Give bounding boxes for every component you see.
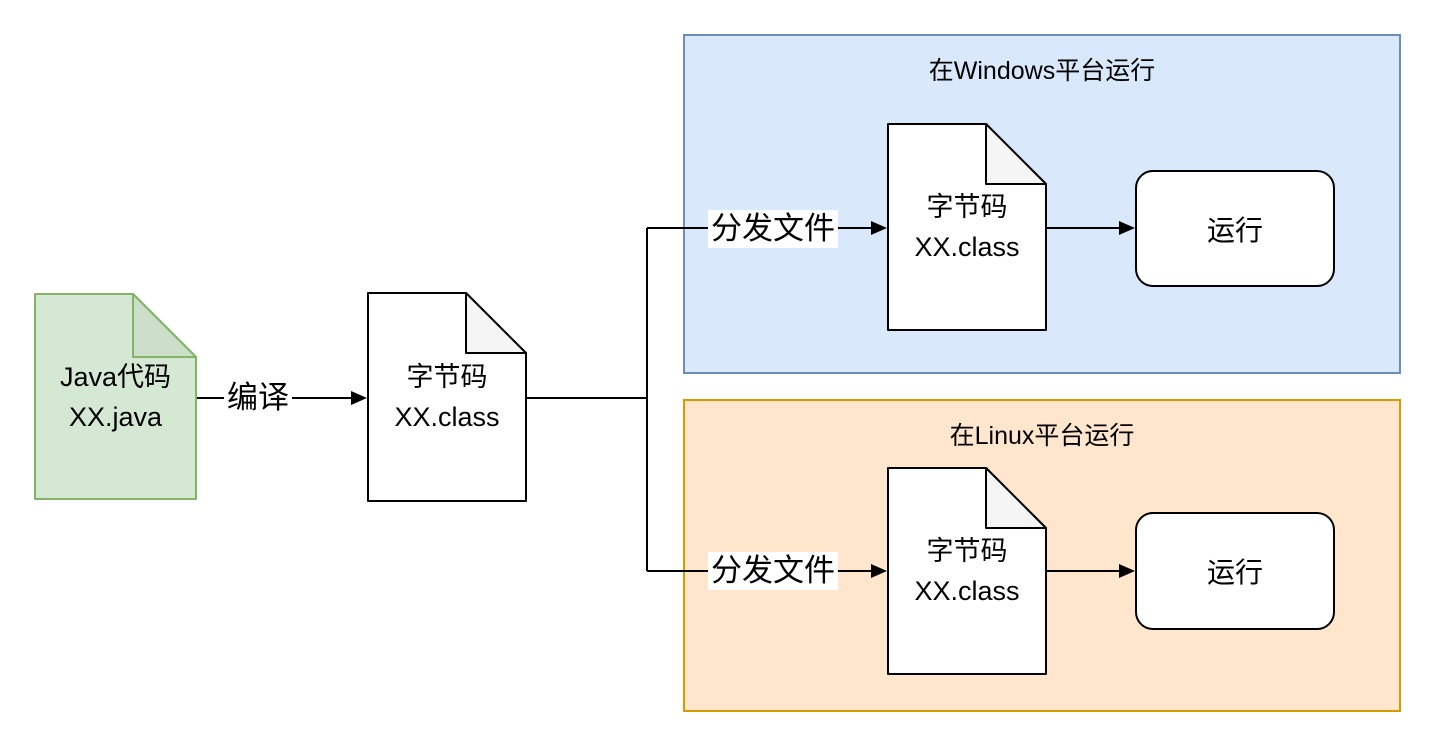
document-icon (367, 292, 527, 502)
linux-platform-title: 在Linux平台运行 (949, 422, 1135, 450)
compile-edge-label: 编译 (224, 379, 292, 417)
compile-arrowhead-icon (351, 391, 367, 405)
document-icon (887, 467, 1047, 675)
distribute-windows-arrowhead-icon (871, 221, 887, 235)
java-source-file-node: Java代码 XX.java (34, 293, 197, 500)
document-icon (34, 293, 197, 500)
windows-bytecode-line2: XX.class (914, 232, 1020, 262)
distribute-linux-arrowhead-icon (871, 564, 887, 578)
linux-bytecode-line2: XX.class (914, 576, 1020, 606)
linux-bytecode-file-node: 字节码 XX.class (887, 467, 1047, 675)
windows-bytecode-file-label: 字节码 XX.class (887, 123, 1047, 331)
linux-run-label: 运行 (1206, 557, 1263, 588)
distribute-windows-edge-label: 分发文件 (708, 210, 838, 248)
distribute-linux-edge-label: 分发文件 (708, 552, 838, 590)
linux-bytecode-file-label: 字节码 XX.class (887, 467, 1047, 675)
linux-bytecode-line1: 字节码 (926, 536, 1008, 566)
run-linux-arrowhead-icon (1119, 564, 1135, 578)
linux-run-node: 运行 (1135, 512, 1335, 630)
document-icon (887, 123, 1047, 331)
windows-platform-title: 在Windows平台运行 (928, 57, 1156, 85)
branch-connector-line (527, 228, 648, 571)
bytecode-file-line1: 字节码 (406, 362, 488, 392)
windows-bytecode-file-node: 字节码 XX.class (887, 123, 1047, 331)
windows-run-label: 运行 (1206, 214, 1263, 246)
bytecode-file-node: 字节码 XX.class (367, 292, 527, 502)
java-source-file-line1: Java代码 (59, 361, 172, 392)
bytecode-file-line2: XX.class (394, 402, 500, 432)
windows-run-node: 运行 (1135, 170, 1335, 287)
windows-bytecode-line1: 字节码 (926, 192, 1008, 222)
run-windows-arrowhead-icon (1119, 221, 1135, 235)
java-source-file-label: Java代码 XX.java (34, 293, 197, 500)
bytecode-file-label: 字节码 XX.class (367, 292, 527, 502)
java-source-file-line2: XX.java (68, 401, 163, 432)
